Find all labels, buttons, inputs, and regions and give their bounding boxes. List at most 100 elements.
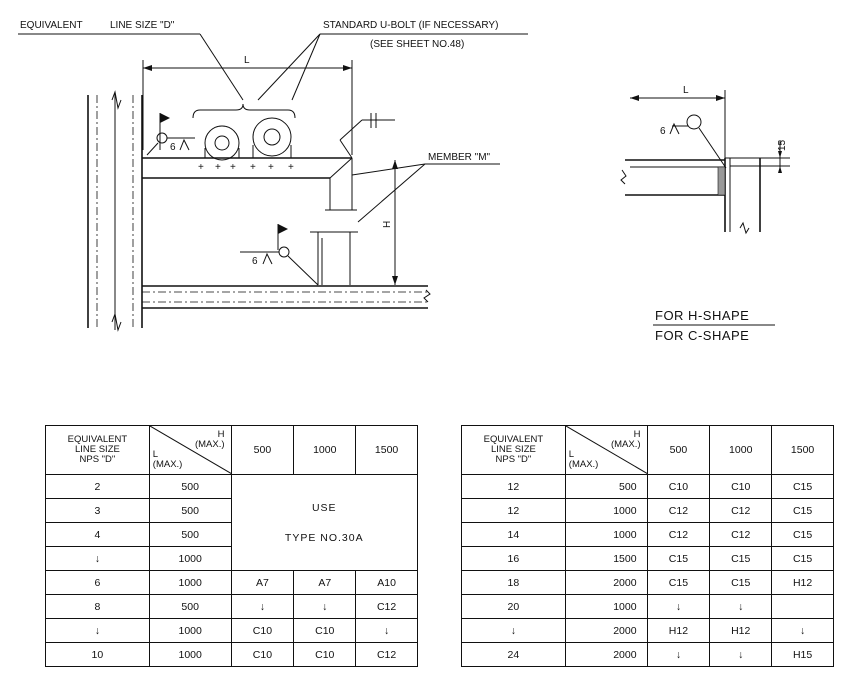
- l-cell: 1500: [564, 546, 648, 571]
- l-cell: 500: [148, 474, 232, 499]
- nps-cell: 12: [461, 474, 566, 499]
- nps-cell: 2: [45, 474, 150, 499]
- svg-text:+: +: [198, 162, 204, 173]
- nps-cell: 14: [461, 522, 566, 547]
- table-row: 6 1000 A7 A7 A10: [45, 570, 418, 595]
- l-cell: 2000: [564, 642, 648, 667]
- value-cell: C10: [646, 474, 711, 499]
- svg-text:+: +: [250, 162, 256, 173]
- l-cell: 1000: [564, 594, 648, 619]
- header-col: 500: [646, 425, 711, 475]
- value-cell: A7: [293, 570, 357, 595]
- nps-cell: 8: [45, 594, 150, 619]
- nps-cell: 12: [461, 498, 566, 523]
- member-M-label: MEMBER "M": [428, 152, 491, 163]
- value-cell: ↓: [230, 594, 295, 619]
- value-cell: C10: [709, 474, 773, 499]
- l-cell: 1000: [148, 642, 232, 667]
- value-cell: C12: [355, 642, 418, 667]
- value-cell: C10: [230, 642, 295, 667]
- weld-6-right: 6: [660, 126, 666, 137]
- value-cell: ↓: [709, 642, 773, 667]
- nps-cell: 24: [461, 642, 566, 667]
- value-cell: C12: [709, 522, 773, 547]
- l-cell: 500: [148, 594, 232, 619]
- value-cell: C15: [771, 474, 834, 499]
- value-cell: ↓: [293, 594, 357, 619]
- dim-L-right: L: [683, 85, 689, 96]
- value-cell: A7: [230, 570, 295, 595]
- value-cell: C10: [293, 642, 357, 667]
- value-cell: C15: [771, 546, 834, 571]
- l-cell: 1000: [148, 546, 232, 571]
- nps-cell: 4: [45, 522, 150, 547]
- value-cell: ↓: [709, 594, 773, 619]
- value-cell: ↓: [355, 618, 418, 643]
- value-cell: H12: [646, 618, 711, 643]
- l-cell: 500: [564, 474, 648, 499]
- value-cell: C12: [355, 594, 418, 619]
- svg-text:+: +: [230, 162, 236, 173]
- value-cell: C15: [771, 522, 834, 547]
- line-size-label: LINE SIZE "D": [110, 20, 175, 31]
- table-row: 18 2000 C15 C15 H12: [461, 570, 834, 595]
- table-row: ↓ 1000 C10 C10 ↓: [45, 618, 418, 643]
- equivalent-label: EQUIVALENT: [20, 20, 83, 31]
- value-cell: ↓: [646, 594, 711, 619]
- nps-cell: ↓: [45, 546, 150, 571]
- value-cell: ↓: [771, 618, 834, 643]
- nps-cell: 18: [461, 570, 566, 595]
- dim-H: H: [382, 221, 393, 228]
- l-cell: 2000: [564, 618, 648, 643]
- value-cell: C15: [771, 498, 834, 523]
- l-cell: 1000: [148, 570, 232, 595]
- nps-cell: ↓: [45, 618, 150, 643]
- header-col: 1500: [771, 425, 834, 475]
- weld-6-lower: 6: [252, 256, 258, 267]
- value-cell: C15: [709, 570, 773, 595]
- dim-L-main: L: [244, 55, 250, 66]
- table-row: 8 500 ↓ ↓ C12: [45, 594, 418, 619]
- header-diag: H(MAX.) L(MAX.): [564, 425, 648, 475]
- header-col: 1000: [709, 425, 773, 475]
- nps-cell: 10: [45, 642, 150, 667]
- l-cell: 1000: [148, 618, 232, 643]
- table-row: 4 500: [45, 522, 418, 547]
- table-row: 10 1000 C10 C10 C12: [45, 642, 418, 667]
- table-row: 16 1500 C15 C15 C15: [461, 546, 834, 571]
- value-cell: C12: [709, 498, 773, 523]
- value-cell: C12: [646, 522, 711, 547]
- support-drawing: EQUIVALENT LINE SIZE "D" STANDARD U-BOLT…: [18, 20, 790, 343]
- value-cell: C15: [646, 570, 711, 595]
- svg-text:+: +: [215, 162, 221, 173]
- l-cell: 2000: [564, 570, 648, 595]
- value-cell: H15: [771, 642, 834, 667]
- svg-text:+: +: [288, 162, 294, 173]
- table-row: 12 1000 C12 C12 C15: [461, 498, 834, 523]
- see-sheet-label: (SEE SHEET NO.48): [370, 39, 464, 50]
- table-row: ↓ 2000 H12 H12 ↓: [461, 618, 834, 643]
- value-cell: C12: [646, 498, 711, 523]
- ubolt-label: STANDARD U-BOLT (IF NECESSARY): [323, 20, 498, 31]
- table-row: 14 1000 C12 C12 C15: [461, 522, 834, 547]
- value-cell: C10: [230, 618, 295, 643]
- nps-cell: 20: [461, 594, 566, 619]
- nps-cell: 16: [461, 546, 566, 571]
- table-row: 24 2000 ↓ ↓ H15: [461, 642, 834, 667]
- l-cell: 1000: [564, 522, 648, 547]
- weld-6-top: 6: [170, 142, 176, 153]
- header-col: 1000: [293, 425, 357, 475]
- for-c-shape: FOR C-SHAPE: [655, 328, 749, 343]
- value-cell: H12: [771, 570, 834, 595]
- value-cell: C15: [646, 546, 711, 571]
- header-diag: H(MAX.) L(MAX.): [148, 425, 232, 475]
- nps-cell: 3: [45, 498, 150, 523]
- value-cell: C15: [709, 546, 773, 571]
- l-cell: 1000: [564, 498, 648, 523]
